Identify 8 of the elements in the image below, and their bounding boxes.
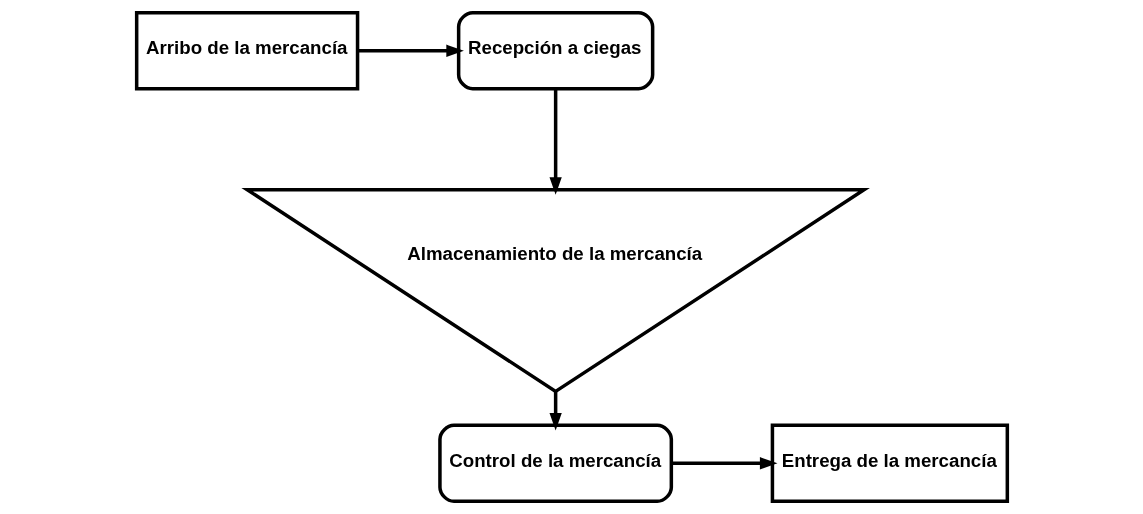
node-box: Arribo de la mercancía: [134, 11, 359, 91]
arrow: [549, 391, 562, 431]
arrow: [671, 457, 777, 470]
arrow: [357, 44, 464, 57]
node-box: Recepción a ciegas: [456, 11, 654, 91]
node-box: Control de la mercancía: [437, 423, 673, 503]
arrow: [549, 88, 562, 195]
node-box: Entrega de la mercancía: [770, 423, 1009, 503]
